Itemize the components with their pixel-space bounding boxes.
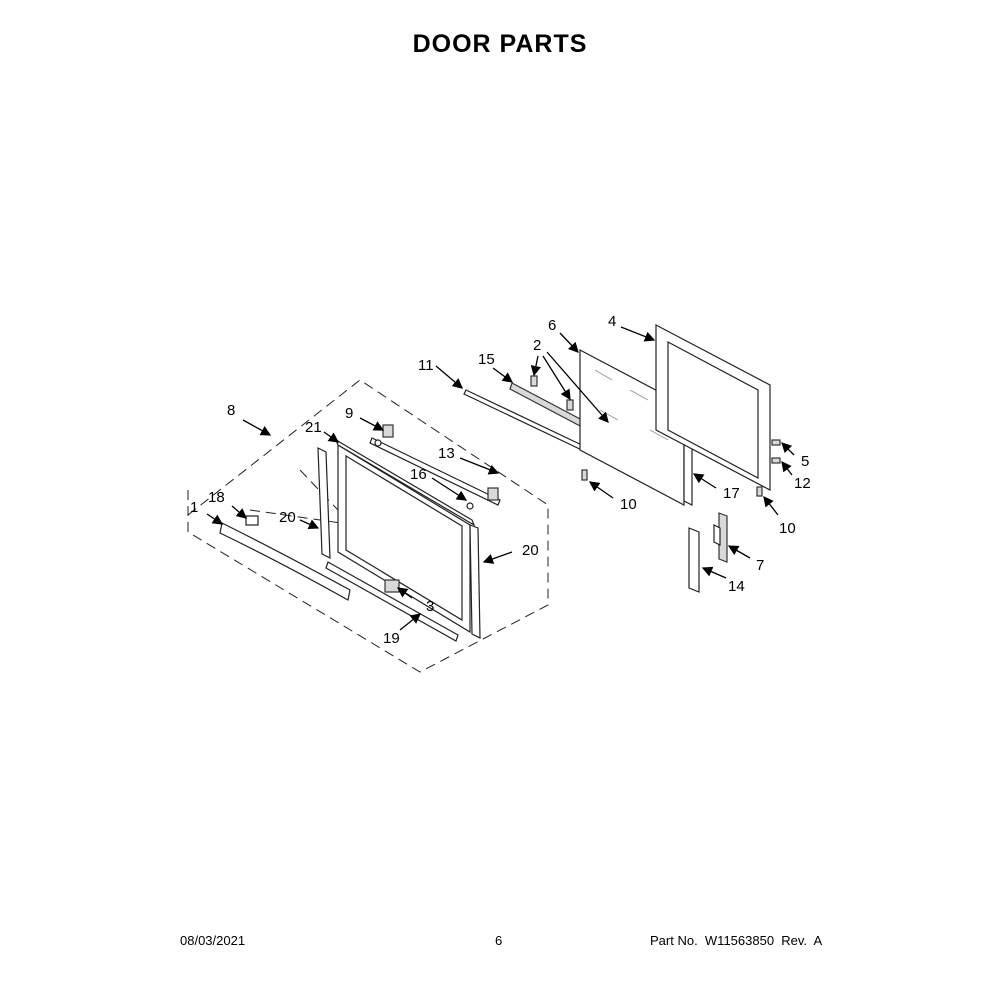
inner-door-frame-part — [655, 324, 771, 491]
footer-part-number: Part No. W11563850 Rev. A — [650, 933, 823, 948]
callout-11: 11 — [418, 357, 434, 374]
callout-4: 4 — [608, 313, 616, 330]
page-title: DOOR PARTS — [412, 30, 588, 58]
callout-18: 18 — [208, 489, 225, 506]
callout-6: 6 — [548, 317, 556, 334]
side-strip-part — [683, 439, 693, 506]
bracket-part — [245, 515, 259, 526]
callout-15: 15 — [478, 351, 495, 368]
outer-door-panel — [334, 438, 476, 634]
badge-part — [384, 579, 400, 593]
callout-21: 21 — [305, 419, 322, 436]
callout-16: 16 — [410, 466, 427, 483]
bottom-trim-part — [325, 561, 459, 642]
callout-13: 13 — [438, 445, 455, 462]
callout-20b: 20 — [522, 542, 539, 559]
callout-14: 14 — [728, 578, 745, 595]
handle-part — [219, 522, 351, 601]
hinge-part — [713, 512, 728, 563]
inner-glass-part — [579, 349, 685, 506]
side-trim-right-part — [469, 524, 481, 639]
hinge-bar-assembly — [369, 424, 501, 510]
callout-3: 3 — [426, 598, 434, 615]
screw-10-right — [756, 486, 763, 497]
callout-19: 19 — [383, 630, 400, 647]
leader-arrows — [206, 326, 795, 631]
callout-20a: 20 — [279, 509, 296, 526]
footer-date: 08/03/2021 — [180, 933, 246, 948]
callout-5: 5 — [801, 453, 809, 470]
screw-10-left — [581, 469, 588, 481]
callout-8: 8 — [227, 402, 235, 419]
screw-5 — [771, 439, 781, 446]
footer-page-number: 6 — [495, 933, 503, 948]
callout-12: 12 — [794, 475, 811, 492]
callout-10a: 10 — [620, 496, 637, 513]
hinge-cover-part — [688, 527, 700, 593]
screw-12 — [771, 457, 781, 464]
callout-10b: 10 — [779, 520, 796, 537]
callout-9: 9 — [345, 405, 353, 422]
callout-1: 1 — [190, 499, 198, 516]
callout-2: 2 — [533, 337, 541, 354]
callout-labels: 1 2 3 4 5 6 7 8 9 10 10 11 12 13 14 15 1… — [190, 313, 811, 647]
callout-17: 17 — [723, 485, 740, 502]
side-trim-left-part — [317, 447, 331, 559]
callout-7: 7 — [756, 557, 764, 574]
